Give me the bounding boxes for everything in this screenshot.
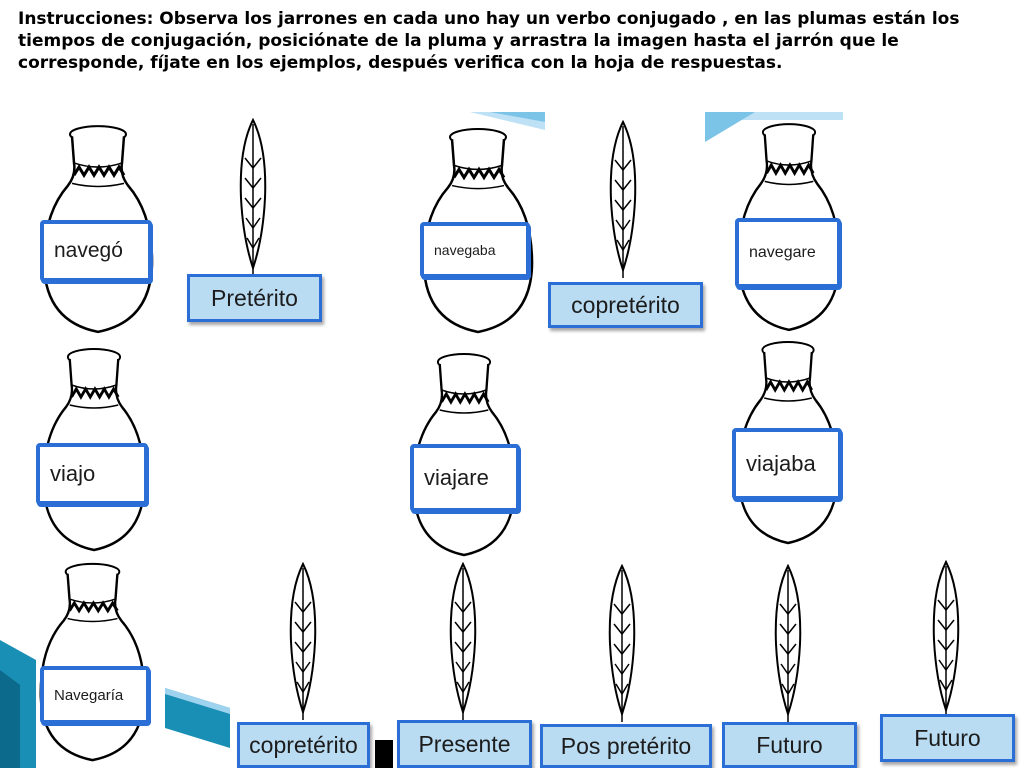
feather-icon [285,561,321,722]
tense-label-draggable[interactable]: copretérito [237,722,370,768]
vase-verb-label: navegare [735,218,841,288]
vase-verb-label: navegó [40,220,152,282]
vase-icon [39,562,146,762]
tense-label-draggable[interactable]: copretérito [548,282,703,328]
decor-top-right [705,112,843,142]
feather-icon [770,563,806,724]
tense-label-draggable[interactable]: Presente [397,720,532,768]
feather-icon [445,561,481,722]
vase-verb-label: viajo [36,443,148,505]
vase-verb-label: viajare [410,444,520,512]
tense-label-draggable[interactable]: Pretérito [187,274,322,322]
tense-label-draggable[interactable]: Futuro [722,722,857,768]
decor-bottom-dark [375,740,393,768]
feather-icon [605,119,641,280]
feather-icon [928,559,964,720]
feather-icon [604,563,640,724]
vase [35,560,150,765]
decor-bottom-left [0,640,36,768]
decor-top-center [470,112,545,130]
tense-label-draggable[interactable]: Futuro [880,714,1015,762]
vase-verb-label: navegaba [420,222,530,278]
feather-icon [235,117,271,278]
tense-label-draggable[interactable]: Pos pretérito [540,724,712,768]
vase-verb-label: viajaba [732,428,842,500]
decor-bottom-mid [165,688,230,748]
vase-verb-label: Navegaría [40,666,150,724]
instructions-text: Instrucciones: Observa los jarrones en c… [18,9,960,73]
